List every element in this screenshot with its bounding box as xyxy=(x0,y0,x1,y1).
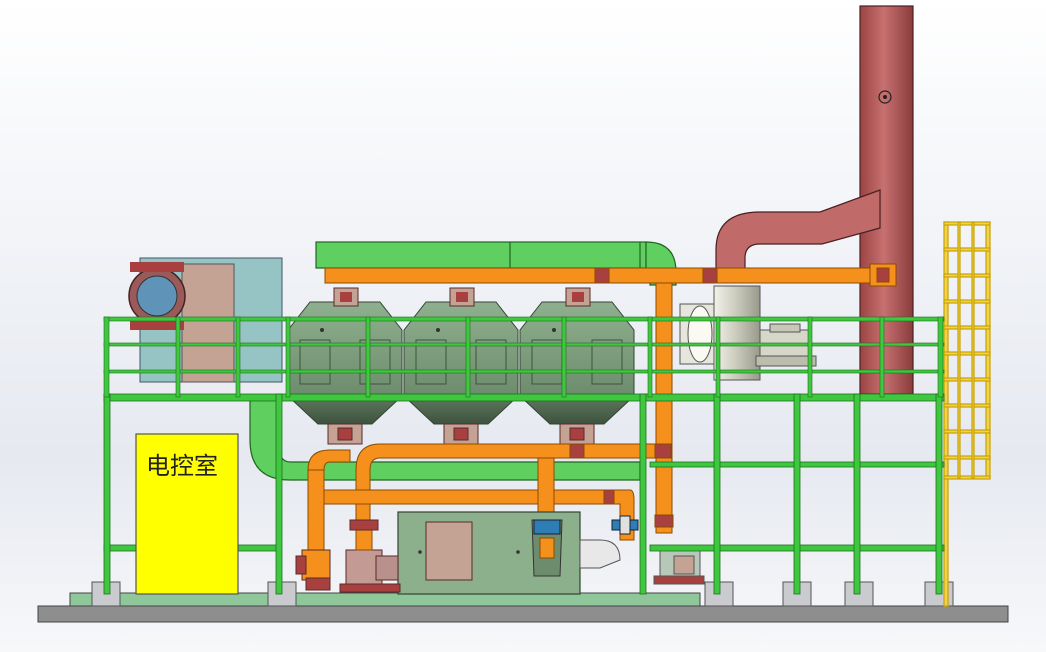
adsorption-bed xyxy=(402,287,520,425)
adsorption-bed-row xyxy=(286,287,636,425)
access-ladder xyxy=(943,221,991,607)
control-room: 电控室 xyxy=(135,433,239,595)
base-platform xyxy=(37,592,1009,623)
burner-valve xyxy=(531,519,563,577)
main-exhaust-fan xyxy=(679,285,817,381)
stack-inlet-duct xyxy=(715,189,881,273)
hopper-outlet-flanges xyxy=(327,423,595,445)
desorption-fan xyxy=(295,519,401,593)
blue-valve-icon xyxy=(611,515,639,535)
target-icon xyxy=(878,90,892,104)
adsorption-bed xyxy=(518,287,636,425)
handrail xyxy=(103,316,945,398)
top-orange-header xyxy=(324,263,897,287)
fresh-air-fan xyxy=(653,545,705,585)
adsorption-bed xyxy=(286,287,404,425)
control-room-label: 电控室 xyxy=(146,452,218,480)
catalytic-combustor xyxy=(397,511,621,595)
orange-process-ducts xyxy=(307,282,674,551)
